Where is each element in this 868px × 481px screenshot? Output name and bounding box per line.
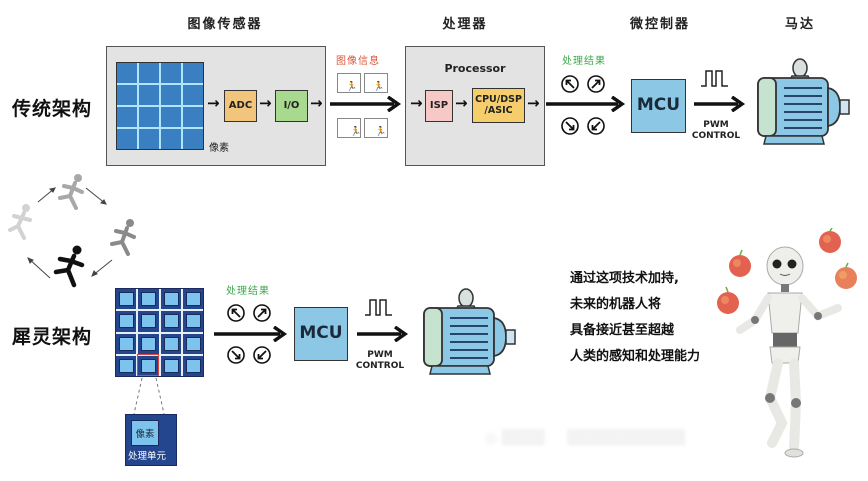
unit-pixel: 像素 (131, 420, 159, 446)
apple-icon (729, 249, 751, 277)
column-title-processor: 处理器 (442, 17, 488, 32)
frame-thumbnail: 🏃 (337, 118, 361, 138)
runner-mid-icon (110, 219, 136, 256)
long-arrow-icon (546, 96, 626, 112)
arrow-down-left-icon (587, 117, 605, 135)
direction-arrows (561, 75, 605, 135)
processing-result-label: 处理结果 (226, 286, 270, 297)
arrow-icon (694, 96, 746, 112)
cycle-arrows (27, 187, 113, 279)
apple-icon (835, 262, 857, 289)
frame-thumbnail: 🏃 (337, 73, 361, 93)
zoom-lines (133, 377, 165, 415)
caption-line: 未来的机器人将 (570, 297, 662, 312)
column-title-image-sensor: 图像传感器 (187, 17, 263, 32)
robot-illustration (717, 228, 857, 458)
arrow-icon: → (207, 94, 220, 112)
pwm-control-label: PWM CONTROL (350, 350, 410, 373)
runner-faint-icon (8, 204, 32, 240)
pwm-pulse-icon (365, 299, 392, 316)
runner-icon: 🏃 (350, 127, 362, 137)
processor-title: Processor (444, 62, 506, 75)
caption-line: 通过这项技术加持, (570, 271, 679, 286)
pwm-label-line1: PWM (367, 350, 393, 360)
apple-icon (819, 228, 841, 253)
arrow-up-left-icon (561, 75, 579, 93)
caption-text: 通过这项技术加持, 未来的机器人将 具备接近甚至超越 人类的感知和处理能力 (570, 266, 700, 370)
arrow-down-right-icon (227, 346, 245, 364)
smart-pixel-array (115, 288, 204, 377)
arrow-icon (357, 326, 409, 342)
runner-icon: 🏃 (375, 127, 387, 137)
runner-light-icon (58, 174, 84, 210)
motor-icon (757, 58, 850, 145)
runner-dark-icon (53, 245, 85, 288)
direction-arrows (227, 304, 271, 364)
column-title-motor: 马达 (784, 17, 815, 32)
caption-line: 具备接近甚至超越 (570, 323, 675, 338)
arrow-icon: → (527, 94, 540, 112)
processing-unit: 像素 处理单元 (125, 414, 177, 466)
arrow-icon: → (455, 94, 468, 112)
mcu-block: MCU (631, 79, 686, 133)
row-label-new: 犀灵架构 (12, 326, 93, 348)
processing-result-label: 处理结果 (562, 56, 606, 67)
long-arrow-icon (330, 96, 402, 112)
arrow-down-right-icon (561, 117, 579, 135)
mcu-block: MCU (294, 307, 348, 361)
pixel-label: 像素 (209, 143, 229, 154)
frame-thumbnail: 🏃 (364, 73, 388, 93)
highlighted-pixel (137, 354, 159, 376)
cpu-label-line1: CPU/DSP (475, 93, 522, 105)
runner-icon: 🏃 (373, 82, 385, 92)
pixel-array (116, 62, 204, 150)
pwm-pulse-icon (701, 70, 728, 87)
cpu-label-line2: /ASIC (484, 104, 513, 116)
image-info-label: 图像信息 (336, 56, 380, 67)
motor-icon (423, 288, 516, 375)
arrow-up-left-icon (227, 304, 245, 322)
arrow-up-right-icon (253, 304, 271, 322)
cpu-dsp-asic-block: CPU/DSP /ASIC (472, 88, 525, 123)
arrow-down-left-icon (253, 346, 271, 364)
pwm-label-line2: CONTROL (355, 361, 405, 372)
runner-icon: 🏃 (346, 82, 358, 92)
arrow-icon: → (259, 94, 272, 112)
arrow-icon: → (410, 94, 423, 112)
arrow-up-right-icon (587, 75, 605, 93)
row-label-traditional: 传统架构 (12, 98, 93, 120)
isp-block: ISP (425, 90, 453, 122)
pwm-label-line1: PWM (703, 120, 729, 130)
arrow-icon: → (310, 94, 323, 112)
watermark: ◎ ▒▒▒▒ ▒▒▒▒▒▒▒▒▒▒▒ (485, 430, 686, 446)
adc-block: ADC (224, 90, 257, 122)
apple-icon (717, 286, 739, 314)
frame-thumbnail: 🏃 (364, 118, 388, 138)
column-title-mcu: 微控制器 (629, 17, 690, 32)
long-arrow-icon (214, 326, 288, 342)
io-block: I/O (275, 90, 308, 122)
pwm-label-line2: CONTROL (691, 131, 741, 142)
runner-cycle-diagram (8, 174, 136, 288)
caption-line: 人类的感知和处理能力 (570, 349, 701, 364)
unit-label: 处理单元 (128, 451, 167, 462)
pwm-control-label: PWM CONTROL (686, 120, 746, 143)
